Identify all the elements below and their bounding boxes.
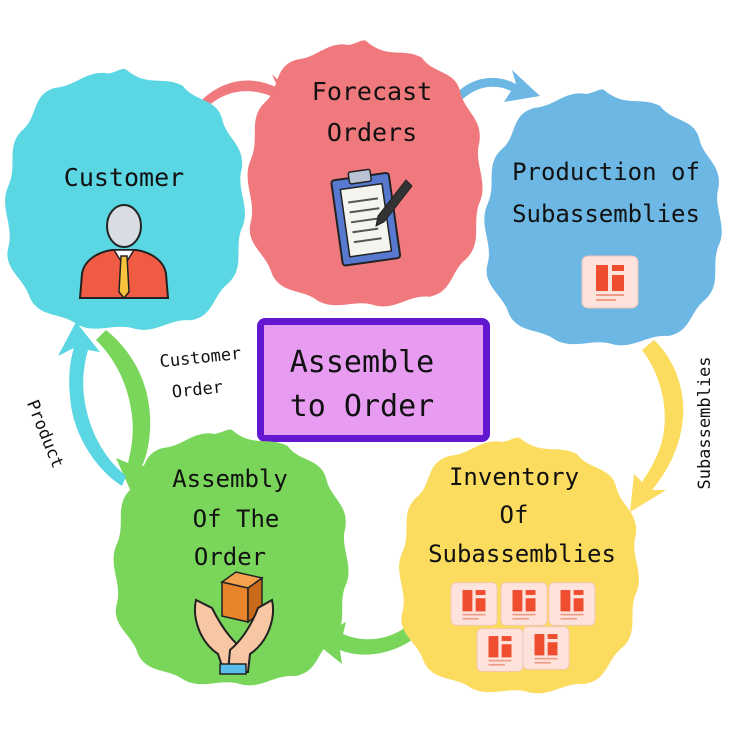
clipboard-icon xyxy=(330,168,413,267)
arrow-forecast-to-production-body xyxy=(452,70,540,104)
node-forecast: Forecast Orders xyxy=(247,40,483,307)
node-assembly-line2: Of The xyxy=(193,505,280,533)
center-title-line2: to Order xyxy=(290,389,435,424)
arrow-inventory-to-assembly xyxy=(312,620,424,664)
arrow-inventory-to-assembly-body xyxy=(312,620,424,664)
node-forecast-line1: Forecast xyxy=(312,77,432,106)
document-icon xyxy=(581,255,639,309)
node-customer: Customer xyxy=(5,68,245,330)
arrow-production-to-inventory xyxy=(630,340,684,512)
node-forecast-line2: Orders xyxy=(327,118,417,147)
arrow-assembly-to-customer xyxy=(58,322,126,486)
arrow-production-to-inventory-body xyxy=(630,340,684,512)
node-production-line1: Production of xyxy=(512,158,700,186)
edge-label-customer-order-line2: Order xyxy=(171,377,224,402)
node-production: Production of Subassemblies xyxy=(484,89,722,346)
arrow-assembly-to-customer-body xyxy=(58,322,126,486)
person-icon xyxy=(78,204,170,300)
node-inventory-line1: Inventory xyxy=(449,463,579,491)
node-production-line2: Subassemblies xyxy=(512,200,700,228)
node-assembly: Assembly Of The Order xyxy=(113,429,349,686)
center-title-box xyxy=(257,318,490,442)
node-assembly-line1: Assembly xyxy=(172,465,288,493)
node-customer-label: Customer xyxy=(64,163,184,192)
arrow-forecast-to-production xyxy=(452,70,540,104)
edge-label-product: Product xyxy=(22,397,67,471)
node-assembly-line3: Order xyxy=(194,543,266,571)
center-title-line1: Assemble xyxy=(290,345,435,380)
node-inventory-line3: Subassemblies xyxy=(428,540,616,568)
arrow-customer-to-assembly-body xyxy=(96,330,156,494)
node-inventory-line2: Of xyxy=(500,501,529,529)
edge-label-subassemblies: Subassemblies xyxy=(695,356,715,489)
edge-label-customer-order-line1: Customer xyxy=(159,344,243,372)
box-in-hands-icon xyxy=(194,571,274,675)
arrow-customer-to-assembly xyxy=(96,330,156,494)
node-inventory: Inventory Of Subassemblies xyxy=(399,437,639,694)
